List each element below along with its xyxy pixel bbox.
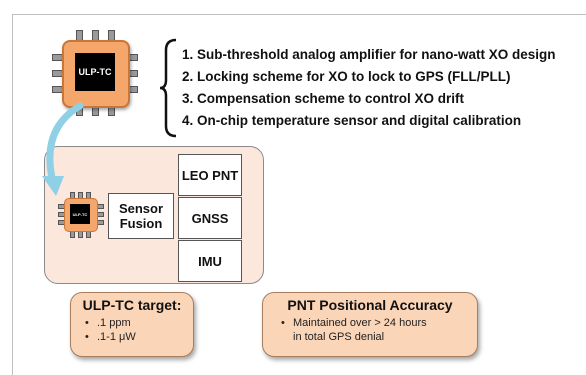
sensor-fusion-line2: Fusion	[119, 216, 163, 231]
target-title: ULP-TC target:	[82, 297, 182, 313]
target-bullet: .1 ppm	[85, 316, 193, 330]
feature-list: 1. Sub-threshold analog amplifier for na…	[182, 44, 556, 132]
feature-item: 4. On-chip temperature sensor and digita…	[182, 113, 522, 128]
feature-item: 1. Sub-threshold analog amplifier for na…	[182, 47, 556, 62]
accuracy-bullet-continued: in total GPS denial	[293, 331, 385, 343]
input-box-leo-pnt: LEO PNT	[178, 154, 242, 196]
feature-item: 2. Locking scheme for XO to lock to GPS …	[182, 69, 511, 84]
sensor-fusion-box: Sensor Fusion	[108, 193, 174, 239]
input-box-gnss: GNSS	[178, 197, 242, 239]
chip-label: ULP-TC	[75, 53, 115, 91]
input-box-imu: IMU	[178, 240, 242, 282]
accuracy-bullet: Maintained over > 24 hours	[281, 316, 477, 330]
sensor-fusion-line1: Sensor	[118, 201, 164, 216]
curved-arrow-icon	[42, 102, 84, 196]
ulp-tc-target-box: ULP-TC target: .1 ppm .1-1 μW	[70, 292, 194, 357]
small-chip-label: ULP-TC	[70, 204, 90, 224]
brace-icon	[160, 38, 177, 138]
ulp-tc-chip: ULP-TC	[52, 30, 138, 116]
small-ulp-tc-chip: ULP-TC	[58, 192, 104, 238]
target-bullet: .1-1 μW	[85, 330, 193, 344]
accuracy-title: PNT Positional Accuracy	[287, 297, 453, 313]
pnt-accuracy-box: PNT Positional Accuracy Maintained over …	[262, 292, 478, 357]
feature-item: 3. Compensation scheme to control XO dri…	[182, 91, 465, 106]
